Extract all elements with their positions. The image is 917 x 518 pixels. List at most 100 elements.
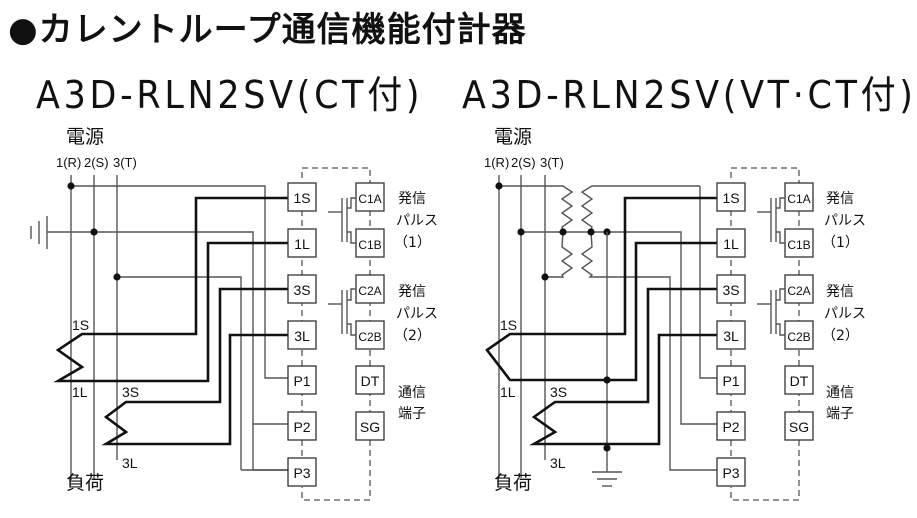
phase-label-t: 3(T) <box>113 155 137 170</box>
pulse-switch-1-icon <box>757 197 785 244</box>
svg-text:C2B: C2B <box>787 330 810 344</box>
ct3-coil <box>529 287 717 446</box>
svg-text:C1B: C1B <box>787 238 810 252</box>
svg-text:C1A: C1A <box>358 192 381 206</box>
terminal-sg <box>355 411 385 441</box>
diagram-vt-ct: 電源 1(R) 2(S) 3(T) <box>484 126 866 501</box>
svg-text:DT: DT <box>361 373 380 389</box>
svg-text:3S: 3S <box>293 282 310 298</box>
page-title: ●カレントループ通信機能付計器 <box>8 10 527 50</box>
load-label: 負荷 <box>66 472 104 494</box>
ct-label-3s: 3S <box>550 384 567 400</box>
pulse2-label-line1: 発信 <box>398 284 426 300</box>
terminal-c2a <box>784 274 814 304</box>
terminal-block-left: 1S 1L 3S 3L P1 P2 P3 <box>716 182 746 487</box>
terminal-p3 <box>287 457 317 487</box>
phase-label-s: 2(S) <box>84 155 109 170</box>
terminal-1s <box>287 182 317 212</box>
svg-text:P3: P3 <box>722 465 739 481</box>
terminal-3s <box>716 274 746 304</box>
pulse1-label-line1: 発信 <box>398 191 426 207</box>
power-label: 電源 <box>494 126 532 148</box>
terminal-block-right: C1A C1B C2A C2B DT SG <box>355 182 385 441</box>
svg-text:P3: P3 <box>293 465 310 481</box>
ct-label-1s: 1S <box>500 317 517 333</box>
terminal-p3 <box>716 457 746 487</box>
terminal-p1 <box>287 365 317 395</box>
wire-s-p2 <box>47 231 288 471</box>
model-title-ct: A3D-RLN2SV(CT付) <box>36 73 424 117</box>
svg-text:C2A: C2A <box>358 284 381 298</box>
pulse2-label-line2: パルス <box>396 306 438 322</box>
svg-text:1S: 1S <box>722 190 739 206</box>
terminal-c1b <box>784 228 814 258</box>
wire-vt-p2 <box>607 231 717 425</box>
terminal-c2b <box>355 320 385 350</box>
svg-text:1L: 1L <box>294 236 310 252</box>
phase-label-r: 1(R) <box>484 155 509 170</box>
ct1-coil <box>53 196 288 383</box>
ct-label-3s: 3S <box>122 384 139 400</box>
ct-label-3l: 3L <box>122 455 138 471</box>
pulse1-label-line2: パルス <box>396 213 438 229</box>
terminal-block-right: C1A C1B C2A C2B DT SG <box>784 182 814 441</box>
terminal-c1b <box>355 228 385 258</box>
svg-text:P2: P2 <box>722 419 739 435</box>
ct-label-1l: 1L <box>500 384 516 400</box>
svg-text:DT: DT <box>790 373 809 389</box>
pulse1-label-line3: （1） <box>394 235 431 251</box>
terminal-3l <box>716 320 746 350</box>
ct1-coil <box>485 196 717 382</box>
pulse1-label-line2: パルス <box>824 213 866 229</box>
pulse2-label-line3: （2） <box>394 328 431 344</box>
terminal-p2 <box>716 411 746 441</box>
terminal-1l <box>287 228 317 258</box>
terminal-p1 <box>716 365 746 395</box>
terminal-3l <box>287 320 317 350</box>
terminal-1s <box>716 182 746 212</box>
wire-t-p3 <box>117 276 242 470</box>
ground-icon <box>30 216 48 249</box>
svg-text:P1: P1 <box>293 373 310 389</box>
terminal-c1a <box>784 182 814 212</box>
pulse2-label-line3: （2） <box>822 328 859 344</box>
ct-label-1s: 1S <box>72 317 89 333</box>
comm-label-line1: 通信 <box>398 385 426 401</box>
svg-text:3S: 3S <box>722 282 739 298</box>
svg-text:C1A: C1A <box>787 192 810 206</box>
terminal-1l <box>716 228 746 258</box>
pulse1-label-line1: 発信 <box>826 191 854 207</box>
comm-label-line2: 端子 <box>826 406 854 422</box>
terminal-dt <box>355 365 385 395</box>
svg-text:3L: 3L <box>723 328 739 344</box>
ground-icon <box>592 471 622 487</box>
pulse-switch-1-icon <box>328 197 356 244</box>
wire-r-p1 <box>71 185 288 379</box>
svg-text:C2A: C2A <box>787 284 810 298</box>
pulse-switch-2-icon <box>328 288 356 336</box>
terminal-c2b <box>784 320 814 350</box>
svg-text:3L: 3L <box>294 328 310 344</box>
pulse-switch-2-icon <box>757 288 785 336</box>
svg-text:SG: SG <box>789 419 809 435</box>
svg-text:P2: P2 <box>293 419 310 435</box>
ct-label-1l: 1L <box>72 384 88 400</box>
diagram-ct: 電源 1(R) 2(S) 3(T) 1S 1L 3S 3L 負荷 <box>30 126 438 501</box>
terminal-sg <box>784 411 814 441</box>
svg-text:C1B: C1B <box>358 238 381 252</box>
phase-label-s: 2(S) <box>511 155 536 170</box>
model-title-vt-ct: A3D-RLN2SV(VT·CT付) <box>462 73 917 117</box>
wire-vt-p1 <box>699 186 717 379</box>
power-label: 電源 <box>66 126 104 148</box>
svg-text:P1: P1 <box>722 373 739 389</box>
pulse2-label-line1: 発信 <box>826 284 854 300</box>
phase-label-t: 3(T) <box>540 155 564 170</box>
terminal-3s <box>287 274 317 304</box>
load-label: 負荷 <box>494 472 532 494</box>
svg-text:C2B: C2B <box>358 330 381 344</box>
pulse2-label-line2: パルス <box>824 306 866 322</box>
terminal-block-left: 1S 1L 3S 3L P1 P2 P3 <box>287 182 317 487</box>
comm-label-line2: 端子 <box>398 406 426 422</box>
phase-label-r: 1(R) <box>56 155 81 170</box>
